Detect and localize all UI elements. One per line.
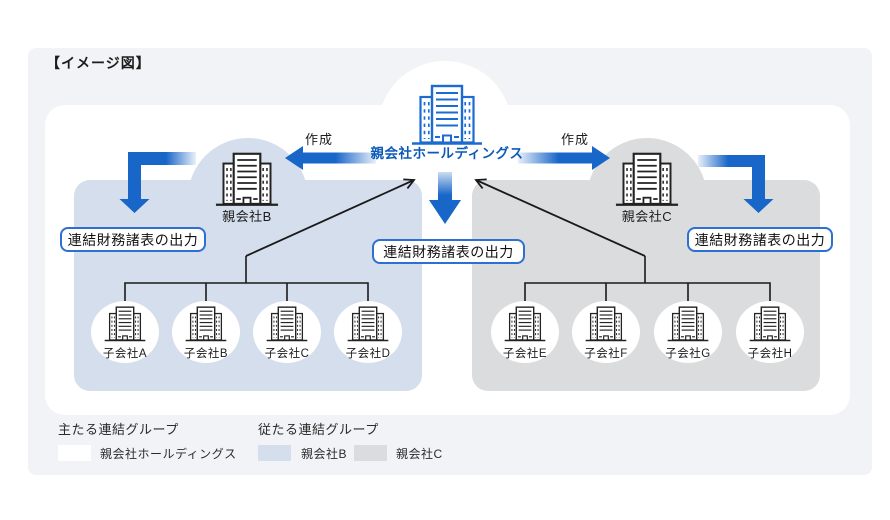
subsidiary-b-label: 子会社B xyxy=(183,348,229,360)
subsidiary-a-label: 子会社A xyxy=(102,348,148,360)
parent-b-label: 親会社B xyxy=(222,209,272,224)
subsidiary-e-label: 子会社E xyxy=(502,348,548,360)
legend-primary-title: 主たる連結グループ xyxy=(58,422,179,437)
subsidiary-h-label: 子会社H xyxy=(747,348,793,360)
legend-group-c-label: 親会社C xyxy=(396,447,443,461)
output-box-right: 連結財務諸表の出力 xyxy=(687,227,833,252)
legend-group-b-label: 親会社B xyxy=(301,447,348,461)
legend-primary-label: 親会社ホールディングス xyxy=(100,447,237,461)
subsidiary-g-label: 子会社G xyxy=(665,348,711,360)
create-label-right: 作成 xyxy=(560,132,590,147)
subsidiary-f-label: 子会社F xyxy=(584,348,628,360)
legend-primary-swatch xyxy=(58,445,91,461)
output-box-left: 連結財務諸表の出力 xyxy=(60,227,206,252)
holdings-label: 親会社ホールディングス xyxy=(370,146,524,161)
output-box-center: 連結財務諸表の出力 xyxy=(372,239,525,264)
legend-group-b-swatch xyxy=(258,445,291,461)
parent-c-label: 親会社C xyxy=(621,209,673,224)
diagram-title: 【イメージ図】 xyxy=(46,55,151,71)
legend-secondary-title: 従たる連結グループ xyxy=(258,422,379,437)
legend-group-c-swatch xyxy=(354,445,387,461)
subsidiary-d-label: 子会社D xyxy=(345,348,391,360)
subsidiary-c-label: 子会社C xyxy=(264,348,310,360)
create-label-left: 作成 xyxy=(304,132,334,147)
